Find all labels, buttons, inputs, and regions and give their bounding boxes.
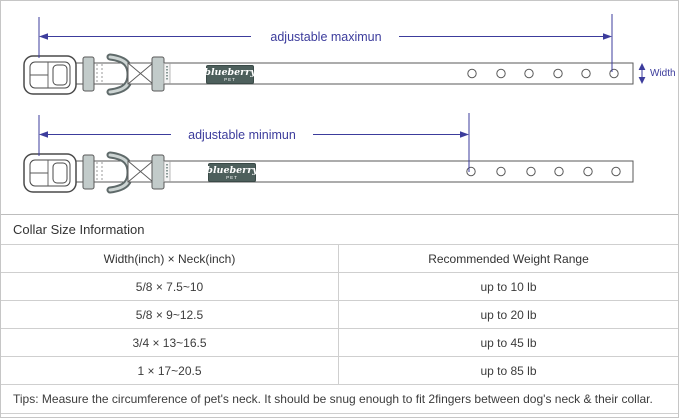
size-cell: 5/8 × 7.5~10 bbox=[1, 273, 339, 300]
weight-cell: up to 10 lb bbox=[480, 279, 537, 294]
size-cell: 1 × 17~20.5 bbox=[1, 357, 339, 384]
dimension-lines-width bbox=[638, 63, 646, 84]
blueberry-brand-tag: blueberry PET bbox=[204, 65, 256, 84]
weight-cell: up to 45 lb bbox=[480, 335, 537, 350]
collar-diagram: adjustable maximun adjustable minimun Wi… bbox=[1, 1, 678, 214]
brand-subtext: PET bbox=[226, 174, 238, 180]
width-label: Width bbox=[650, 68, 676, 79]
column-header-weight: Recommended Weight Range bbox=[428, 251, 589, 266]
brand-subtext: PET bbox=[224, 76, 236, 82]
adjustable-minimum-label: adjustable minimun bbox=[171, 128, 313, 142]
table-row: 1 × 17~20.5 up to 85 lb bbox=[1, 356, 678, 384]
weight-cell: up to 85 lb bbox=[480, 363, 537, 378]
column-header-size: Width(inch) × Neck(inch) bbox=[1, 245, 339, 272]
adjustable-maximum-label: adjustable maximun bbox=[253, 30, 399, 44]
size-cell: 5/8 × 9~12.5 bbox=[1, 301, 339, 328]
table-row: 5/8 × 7.5~10 up to 10 lb bbox=[1, 272, 678, 300]
keeper-loop bbox=[151, 56, 165, 92]
weight-cell: up to 20 lb bbox=[480, 307, 537, 322]
dimension-lines-min bbox=[38, 113, 470, 172]
table-header-row: Width(inch) × Neck(inch) Recommended Wei… bbox=[1, 244, 678, 272]
adjustment-holes-min bbox=[466, 166, 621, 177]
buckle-icon bbox=[23, 55, 77, 95]
table-row: 5/8 × 9~12.5 up to 20 lb bbox=[1, 300, 678, 328]
table-title: Collar Size Information bbox=[1, 214, 678, 244]
dimension-lines-max bbox=[38, 14, 613, 72]
adjustment-holes-max bbox=[467, 68, 619, 79]
collar-size-table: Collar Size Information Width(inch) × Ne… bbox=[1, 214, 678, 414]
size-cell: 3/4 × 13~16.5 bbox=[1, 329, 339, 356]
blueberry-brand-tag: blueberry PET bbox=[206, 163, 258, 182]
table-tips: Tips: Measure the circumference of pet's… bbox=[1, 384, 678, 414]
brand-name: blueberry bbox=[206, 164, 258, 176]
brand-name: blueberry bbox=[204, 66, 256, 78]
collar-strap-illustration bbox=[23, 53, 634, 96]
keeper-loop bbox=[82, 56, 95, 92]
table-row: 3/4 × 13~16.5 up to 45 lb bbox=[1, 328, 678, 356]
